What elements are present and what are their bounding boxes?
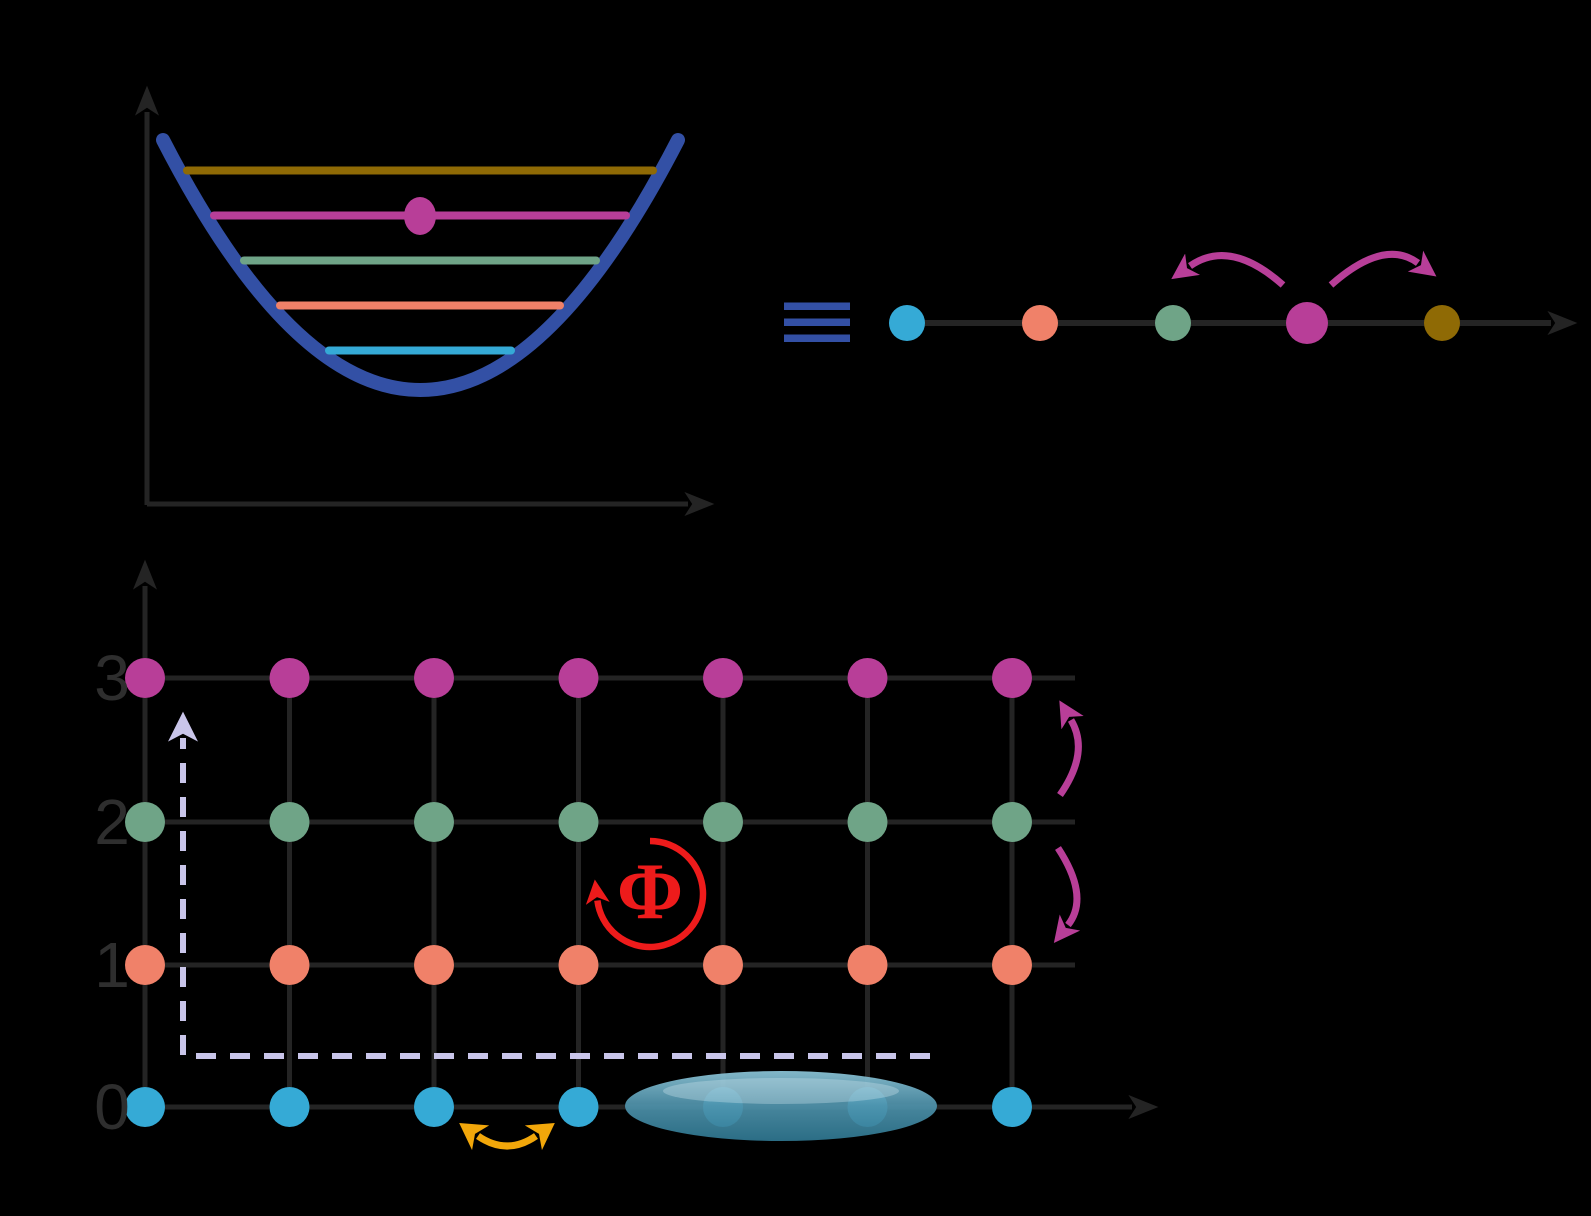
lattice-site-r3-c1	[269, 658, 310, 698]
synthetic-hop-arrow-up	[1057, 700, 1084, 798]
harmonic-potential-curve	[156, 133, 685, 397]
chain-hop-arrow-left	[1171, 252, 1286, 288]
equivalence-bar-1	[784, 318, 850, 326]
lattice-panel: 3 2 1 0 Φ	[94, 559, 1159, 1151]
harmonic-trap-panel	[135, 85, 715, 516]
lattice-site-r1-c5	[847, 945, 888, 985]
row-label-0: 0	[94, 1071, 130, 1143]
chain-hop-arrow-right	[1328, 250, 1437, 288]
lattice-site-r2-c4	[703, 802, 743, 842]
lattice-site-r2-c0	[125, 802, 165, 842]
chain-site-0	[889, 305, 925, 341]
lattice-site-r3-c3	[558, 658, 599, 698]
lattice-site-r1-c4	[703, 945, 743, 985]
lattice-site-r1-c2	[414, 945, 454, 985]
lattice-site-r0-c1	[269, 1087, 310, 1127]
chain-site-4	[1424, 305, 1460, 341]
lattice-site-r3-c4	[703, 658, 743, 698]
lattice-site-r3-c6	[992, 658, 1032, 698]
tunneling-double-arrow	[459, 1123, 555, 1151]
equivalence-bar-0	[784, 302, 850, 310]
lattice-site-r3-c5	[847, 658, 888, 698]
row-label-3: 3	[94, 642, 130, 714]
chain-site-2	[1155, 305, 1191, 341]
lattice-site-r2-c3	[558, 802, 599, 842]
lattice-site-r0-c2	[414, 1087, 454, 1127]
dashed-pump-path	[168, 711, 930, 1059]
condensate-ellipse	[625, 1071, 937, 1141]
lattice-site-r0-c3	[558, 1087, 599, 1127]
synthetic-hop-arrow-down	[1053, 846, 1081, 944]
lattice-site-r0-c0	[125, 1087, 165, 1127]
lattice-site-r2-c6	[992, 802, 1032, 842]
condensate-highlight	[663, 1078, 899, 1104]
trapped-particle-dot	[404, 197, 436, 235]
chain-site-3	[1286, 302, 1328, 344]
lattice-site-r1-c6	[992, 945, 1032, 985]
lattice-site-r1-c1	[269, 945, 310, 985]
lattice-site-r1-c0	[125, 945, 165, 985]
row-label-1: 1	[94, 929, 130, 1001]
row-label-2: 2	[94, 786, 130, 858]
equivalence-symbol	[784, 302, 850, 342]
lattice-site-r1-c3	[558, 945, 599, 985]
synthetic-chain-panel	[889, 250, 1578, 344]
equivalence-bar-2	[784, 334, 850, 342]
chain-site-1	[1022, 305, 1058, 341]
lattice-site-r3-c2	[414, 658, 454, 698]
lattice-site-r2-c1	[269, 802, 310, 842]
lattice-site-r0-c6	[992, 1087, 1032, 1127]
lattice-site-r2-c5	[847, 802, 888, 842]
lattice-site-r3-c0	[125, 658, 165, 698]
flux-symbol: Φ	[617, 848, 683, 936]
lattice-site-r2-c2	[414, 802, 454, 842]
flux-circulation-arrow	[585, 837, 707, 951]
